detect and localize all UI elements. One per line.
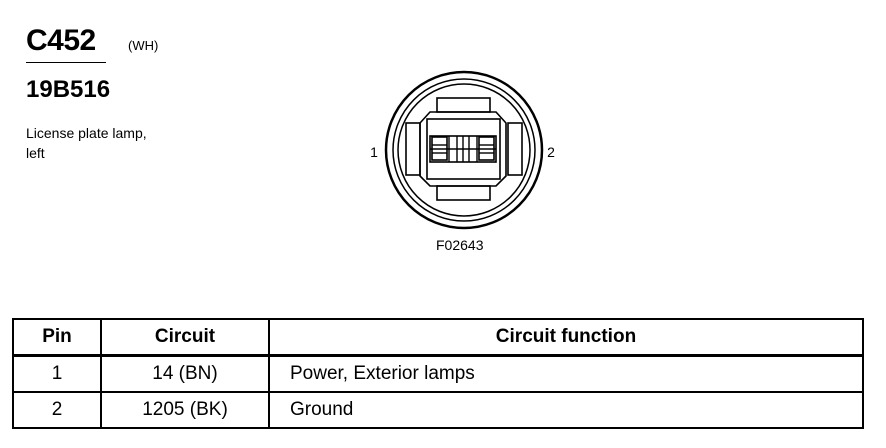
header-function: Circuit function [268,318,864,357]
table-row: 1 14 (BN) Power, Exterior lamps [12,354,864,393]
connector-face-diagram: 1 2 [370,70,555,230]
table-header-row: Pin Circuit Circuit function [12,318,864,357]
figure-code: F02643 [436,237,484,253]
pin-label-1: 1 [370,144,378,160]
connector-body [384,70,544,230]
connector-color: (WH) [128,38,159,53]
row-function: Power, Exterior lamps [268,354,864,393]
connector-description: License plate lamp, left [26,123,196,163]
connector-id: C452 [26,24,96,57]
description-line-1: License plate lamp, [26,125,147,141]
table-row: 2 1205 (BK) Ground [12,391,864,429]
pin-label-2: 2 [547,144,555,160]
terminal-pins [430,136,496,162]
row-pin: 1 [12,354,102,393]
header-pin: Pin [12,318,102,357]
row-pin: 2 [12,391,102,429]
header-circuit: Circuit [100,318,270,357]
part-number: 19B516 [26,76,111,103]
pin-table: Pin Circuit Circuit function 1 14 (BN) P… [12,318,864,429]
header-rule [26,62,106,63]
row-function: Ground [268,391,864,429]
row-circuit: 14 (BN) [100,354,270,393]
row-circuit: 1205 (BK) [100,391,270,429]
description-line-2: left [26,145,45,161]
